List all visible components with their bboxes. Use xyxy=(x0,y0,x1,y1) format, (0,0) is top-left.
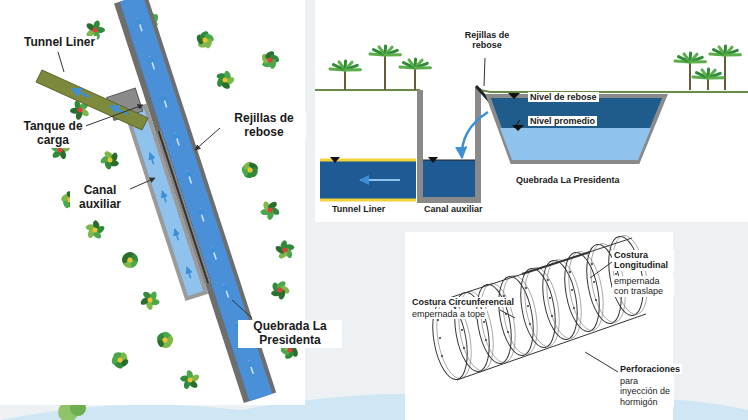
palm-tree xyxy=(330,61,360,90)
callout-label: Tunnel Liner xyxy=(330,204,387,214)
plant xyxy=(99,150,119,171)
callout-label: Canal auxiliar xyxy=(70,184,130,212)
plant xyxy=(139,290,159,310)
callout-label: Perforaciones xyxy=(618,364,682,374)
plant xyxy=(86,219,106,240)
palm-tree xyxy=(693,69,723,90)
palm-tree xyxy=(370,46,400,90)
callout-label: Costura Longitudinal xyxy=(612,250,674,271)
callout-label: Rejillas de rebose xyxy=(222,112,306,140)
callout-label: Quebrada La Presidenta xyxy=(514,175,622,185)
callout-label: Costura Circunferencial xyxy=(410,297,516,307)
callout-label: Nivel de rebose xyxy=(528,92,599,102)
callout-label: empernada a tope xyxy=(410,309,487,319)
callout-label: Quebrada La Presidenta xyxy=(238,320,342,348)
plant xyxy=(216,70,236,90)
plant xyxy=(274,239,294,260)
plant xyxy=(261,50,281,70)
callout-label: Nivel promedio xyxy=(528,116,597,126)
plant xyxy=(180,369,200,389)
palm-tree xyxy=(710,46,740,90)
palm-tree xyxy=(675,53,705,90)
plant xyxy=(271,280,291,301)
plant xyxy=(111,352,130,371)
callout-label: empernada con traslape xyxy=(612,276,674,297)
plant xyxy=(260,200,280,220)
plant xyxy=(196,30,216,49)
palm-tree xyxy=(400,59,430,90)
callout-label: Tanque de carga xyxy=(20,120,86,148)
callout-label: Rejillas de rebose xyxy=(455,30,519,51)
plant xyxy=(156,330,175,348)
callout-label: Canal auxiliar xyxy=(422,204,485,214)
plant xyxy=(121,252,139,269)
plant xyxy=(241,160,260,178)
callout-label: para inyección de hormigón xyxy=(618,376,674,407)
callout-label: Tunnel Liner xyxy=(22,36,97,50)
